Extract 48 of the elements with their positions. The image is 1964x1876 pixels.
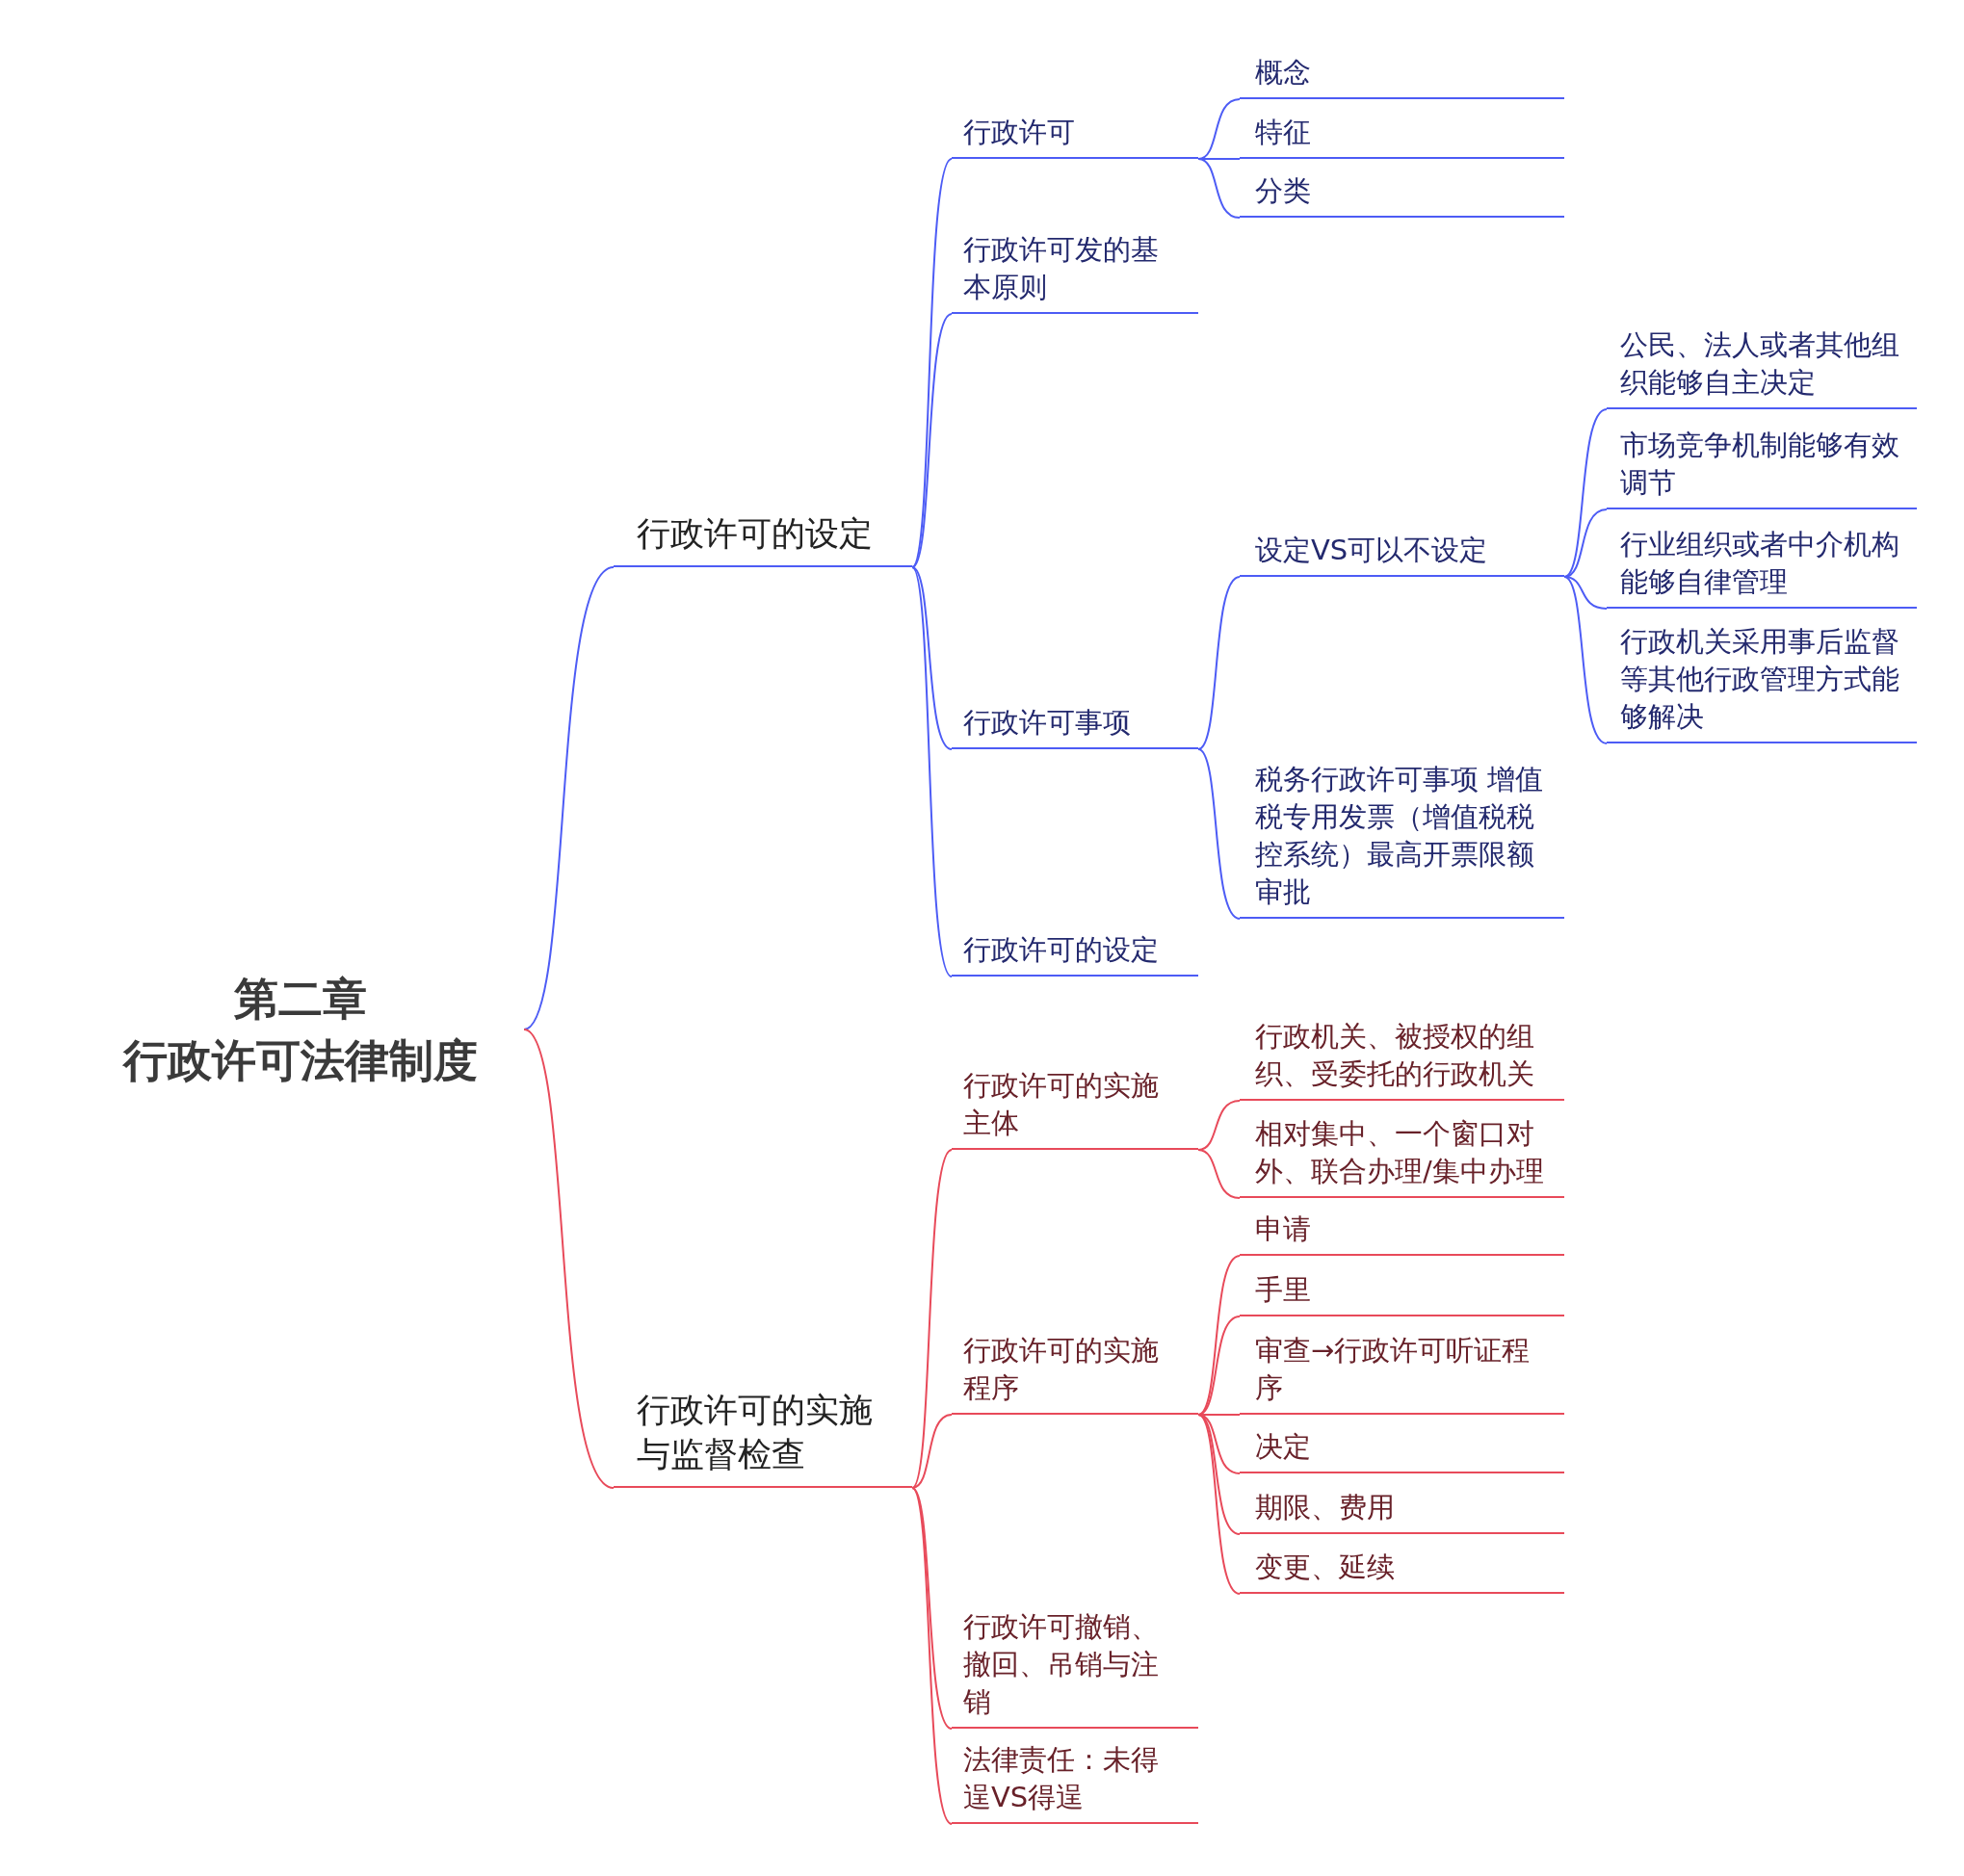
topic-text: 申请 <box>1255 1212 1312 1247</box>
topic-text: 行政许可事项 <box>963 705 1132 741</box>
topic-text: 行政许可法律制度 <box>123 1033 478 1088</box>
connector-line <box>911 566 953 750</box>
connector-line <box>1563 408 1608 578</box>
connector-line <box>911 1414 953 1489</box>
topic-text: 税务行政许可事项 增值税专用发票（增值税税控系统）最高开票限额审批 <box>1255 762 1544 910</box>
topic-text: 行业组织或者中介机构能够自律管理 <box>1620 527 1900 600</box>
connector-line <box>911 313 953 568</box>
topic-text: 行政许可发的基本原则 <box>963 232 1160 305</box>
connector-line <box>1563 576 1608 610</box>
topic-text: 行政许可的设定 <box>637 513 874 555</box>
topic-text: 决定 <box>1255 1429 1312 1465</box>
topic-text: 行政许可 <box>963 115 1076 150</box>
connector-line <box>523 1029 615 1489</box>
topic-text: 期限、费用 <box>1255 1490 1396 1525</box>
topic-text: 法律责任：未得逞VS得逞 <box>963 1742 1160 1815</box>
topic-text: 行政机关、被授权的组织、受委托的行政机关 <box>1255 1019 1535 1092</box>
topic-text: 行政许可的设定 <box>963 932 1160 968</box>
connector-line <box>1197 1414 1241 1595</box>
topic-text: 行政机关采用事后监督等其他行政管理方式能够解决 <box>1620 624 1900 735</box>
topic-text: 设定VS可以不设定 <box>1255 533 1489 568</box>
topic-text: 第二章 <box>234 972 367 1027</box>
connector-line <box>1197 158 1241 219</box>
topic-text: 行政许可的实施程序 <box>963 1333 1160 1406</box>
topic-text: 变更、延续 <box>1255 1550 1396 1585</box>
connector-line <box>911 566 953 977</box>
topic-text: 概念 <box>1255 55 1312 91</box>
connector-line <box>1197 1414 1241 1474</box>
connector-line <box>1197 1149 1241 1199</box>
connector-line <box>1197 576 1241 750</box>
topic-text: 相对集中、一个窗口对外、联合办理/集中办理 <box>1255 1116 1544 1189</box>
connector-line <box>1197 748 1241 920</box>
topic-text: 手里 <box>1255 1272 1312 1308</box>
connector-line <box>911 1149 953 1489</box>
topic-text: 行政许可的实施主体 <box>963 1068 1160 1141</box>
topic-text: 特征 <box>1255 115 1312 150</box>
topic-text: 行政许可的实施与监督检查 <box>637 1390 874 1475</box>
topic-text: 行政许可撤销、撤回、吊销与注销 <box>963 1609 1160 1720</box>
connector-line <box>911 1487 953 1825</box>
connector-line <box>523 566 615 1030</box>
topic-text: 公民、法人或者其他组织能够自主决定 <box>1620 327 1900 401</box>
connector-line <box>1563 576 1608 744</box>
connector-line <box>1197 1316 1241 1416</box>
topic-text: 分类 <box>1255 173 1312 209</box>
topic-text: 审查→行政许可听证程序 <box>1255 1333 1532 1406</box>
topic-text: 市场竞争机制能够有效调节 <box>1620 428 1900 501</box>
connector-line <box>911 1487 953 1730</box>
